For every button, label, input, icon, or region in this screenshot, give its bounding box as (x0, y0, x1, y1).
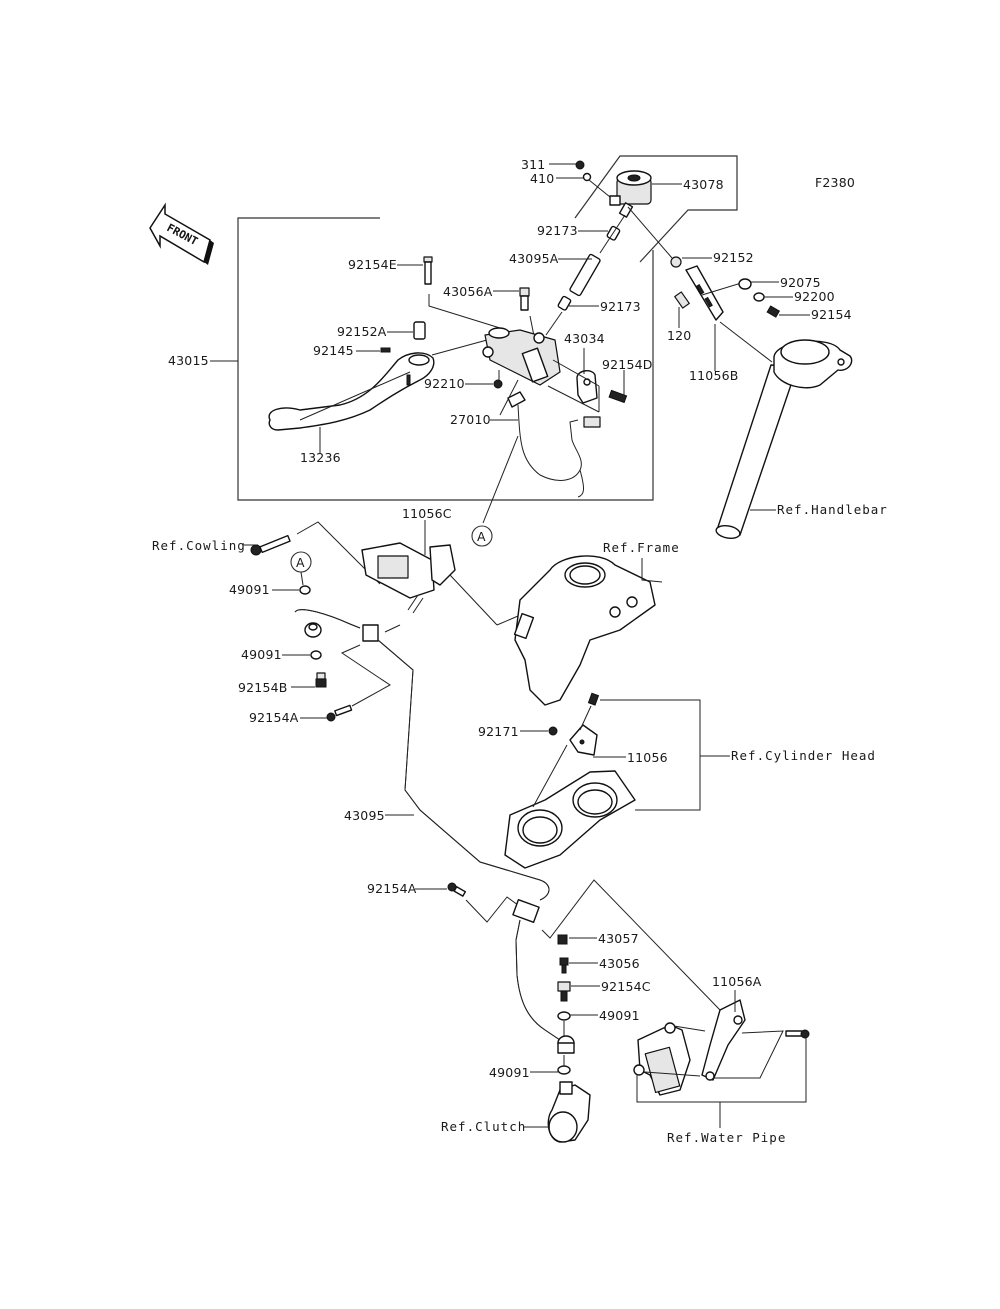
part-label-49091-third[interactable]: 49091 (599, 1008, 640, 1023)
diagram-code: F2380 (815, 175, 855, 190)
part-label-92154A-lower[interactable]: 92154A (367, 881, 417, 896)
ref-water-pipe-label[interactable]: Ref.Water Pipe (667, 1130, 786, 1145)
ref-handlebar-label[interactable]: Ref.Handlebar (777, 502, 888, 517)
part-label-92075[interactable]: 92075 (780, 275, 821, 290)
nut-92171[interactable] (548, 726, 558, 736)
part-label-92152[interactable]: 92152 (713, 250, 754, 265)
front-arrow-icon: FRONT (149, 202, 214, 265)
banjo-fitting-upper[interactable] (294, 609, 379, 642)
banjo-bolt-92154C[interactable] (557, 981, 571, 1002)
svg-text:A: A (296, 555, 305, 570)
part-label-43056[interactable]: 43056 (599, 956, 640, 971)
part-label-43015[interactable]: 43015 (168, 353, 209, 368)
reservoir-43078[interactable] (609, 170, 652, 218)
part-label-49091-upper[interactable]: 49091 (229, 582, 270, 597)
part-label-311[interactable]: 311 (521, 157, 545, 172)
part-label-11056A[interactable]: 11056A (712, 974, 762, 989)
frame-reference (513, 555, 656, 706)
part-label-43056A[interactable]: 43056A (443, 284, 493, 299)
bolt-water-pipe[interactable] (785, 1029, 810, 1039)
part-label-13236[interactable]: 13236 (300, 450, 341, 465)
part-label-92173-lower[interactable]: 92173 (600, 299, 641, 314)
bolt-92154E[interactable] (423, 256, 433, 285)
washer-49091-fourth[interactable] (557, 1065, 571, 1075)
bolt-92154A-lower[interactable] (447, 882, 467, 897)
part-label-92200[interactable]: 92200 (794, 289, 835, 304)
part-label-92173-upper[interactable]: 92173 (537, 223, 578, 238)
fitting-43056A[interactable] (519, 287, 530, 311)
washer-49091-third[interactable] (557, 1011, 571, 1021)
part-label-43034[interactable]: 43034 (564, 331, 605, 346)
bleeder-43056[interactable] (559, 957, 569, 974)
part-label-43078[interactable]: 43078 (683, 177, 724, 192)
part-label-120[interactable]: 120 (667, 328, 691, 343)
clutch-hose-lower[interactable] (515, 919, 575, 1054)
clamp-92173-lower[interactable] (557, 295, 572, 311)
bolt-92154[interactable] (766, 305, 781, 318)
washer-49091-upper[interactable] (299, 585, 311, 595)
bracket-11056B[interactable] (685, 265, 724, 321)
part-label-92154E[interactable]: 92154E (348, 257, 397, 272)
master-cylinder-body[interactable] (482, 327, 561, 386)
switch-27010[interactable] (507, 391, 601, 498)
spring-92145[interactable] (380, 347, 391, 353)
washer-410[interactable] (582, 172, 592, 182)
part-label-92154D[interactable]: 92154D (602, 357, 653, 372)
nut-311[interactable] (575, 160, 585, 170)
part-label-11056C[interactable]: 11056C (402, 506, 452, 521)
ref-clutch-label[interactable]: Ref.Clutch (441, 1119, 526, 1134)
part-label-49091-fourth[interactable]: 49091 (489, 1065, 530, 1080)
washer-92075[interactable] (738, 278, 752, 290)
bolt-92154A-upper[interactable] (326, 704, 353, 722)
assembly-group-box (210, 217, 654, 501)
part-label-92145[interactable]: 92145 (313, 343, 354, 358)
part-label-92210[interactable]: 92210 (424, 376, 465, 391)
part-label-11056B[interactable]: 11056B (689, 368, 739, 383)
handlebar-clip-on[interactable] (715, 339, 853, 540)
part-label-92154[interactable]: 92154 (811, 307, 852, 322)
part-label-92154B[interactable]: 92154B (238, 680, 288, 695)
hose-clamp-block[interactable] (512, 899, 540, 923)
callout-marker-a-lower: A (290, 551, 312, 573)
clutch-hose-43095[interactable] (377, 639, 550, 901)
reservoir-group-box (574, 155, 738, 263)
part-label-410[interactable]: 410 (530, 171, 554, 186)
nut-92152[interactable] (670, 256, 682, 268)
clutch-slave-cylinder-reference (547, 1081, 591, 1143)
part-label-92171[interactable]: 92171 (478, 724, 519, 739)
bolt-92154D[interactable] (608, 389, 628, 404)
washer-92200[interactable] (753, 292, 765, 302)
part-label-92154C[interactable]: 92154C (601, 979, 651, 994)
clutch-lever-13236[interactable] (268, 352, 435, 431)
bracket-11056C[interactable] (361, 542, 456, 614)
cylinder-head-throttle-body (504, 770, 636, 869)
hose-43095A[interactable] (569, 253, 601, 297)
part-label-43095A[interactable]: 43095A (509, 251, 559, 266)
bolt-cylinder-head[interactable] (587, 692, 600, 706)
nut-92210[interactable] (493, 379, 503, 389)
part-label-43095[interactable]: 43095 (344, 808, 385, 823)
cap-43057[interactable] (557, 934, 568, 945)
callout-marker-a-upper: A (471, 525, 493, 547)
collar-92152A[interactable] (413, 321, 426, 340)
bracket-11056A[interactable] (701, 999, 746, 1081)
ref-frame-label[interactable]: Ref.Frame (603, 540, 680, 555)
bracket-11056[interactable] (569, 724, 598, 756)
part-label-49091-second[interactable]: 49091 (241, 647, 282, 662)
bolt-120[interactable] (674, 291, 690, 309)
water-pipe-reference (633, 1022, 691, 1096)
ref-cylinder-head-label[interactable]: Ref.Cylinder Head (731, 748, 876, 763)
part-label-92152A[interactable]: 92152A (337, 324, 387, 339)
washer-49091-second[interactable] (310, 650, 322, 660)
bolt-cowling[interactable] (250, 534, 291, 556)
svg-text:A: A (477, 529, 486, 544)
ref-cowling-label[interactable]: Ref.Cowling (152, 538, 246, 553)
bolt-92154B[interactable] (315, 672, 327, 688)
part-label-43057[interactable]: 43057 (598, 931, 639, 946)
part-label-92154A-upper[interactable]: 92154A (249, 710, 299, 725)
part-label-11056[interactable]: 11056 (627, 750, 668, 765)
part-label-27010[interactable]: 27010 (450, 412, 491, 427)
